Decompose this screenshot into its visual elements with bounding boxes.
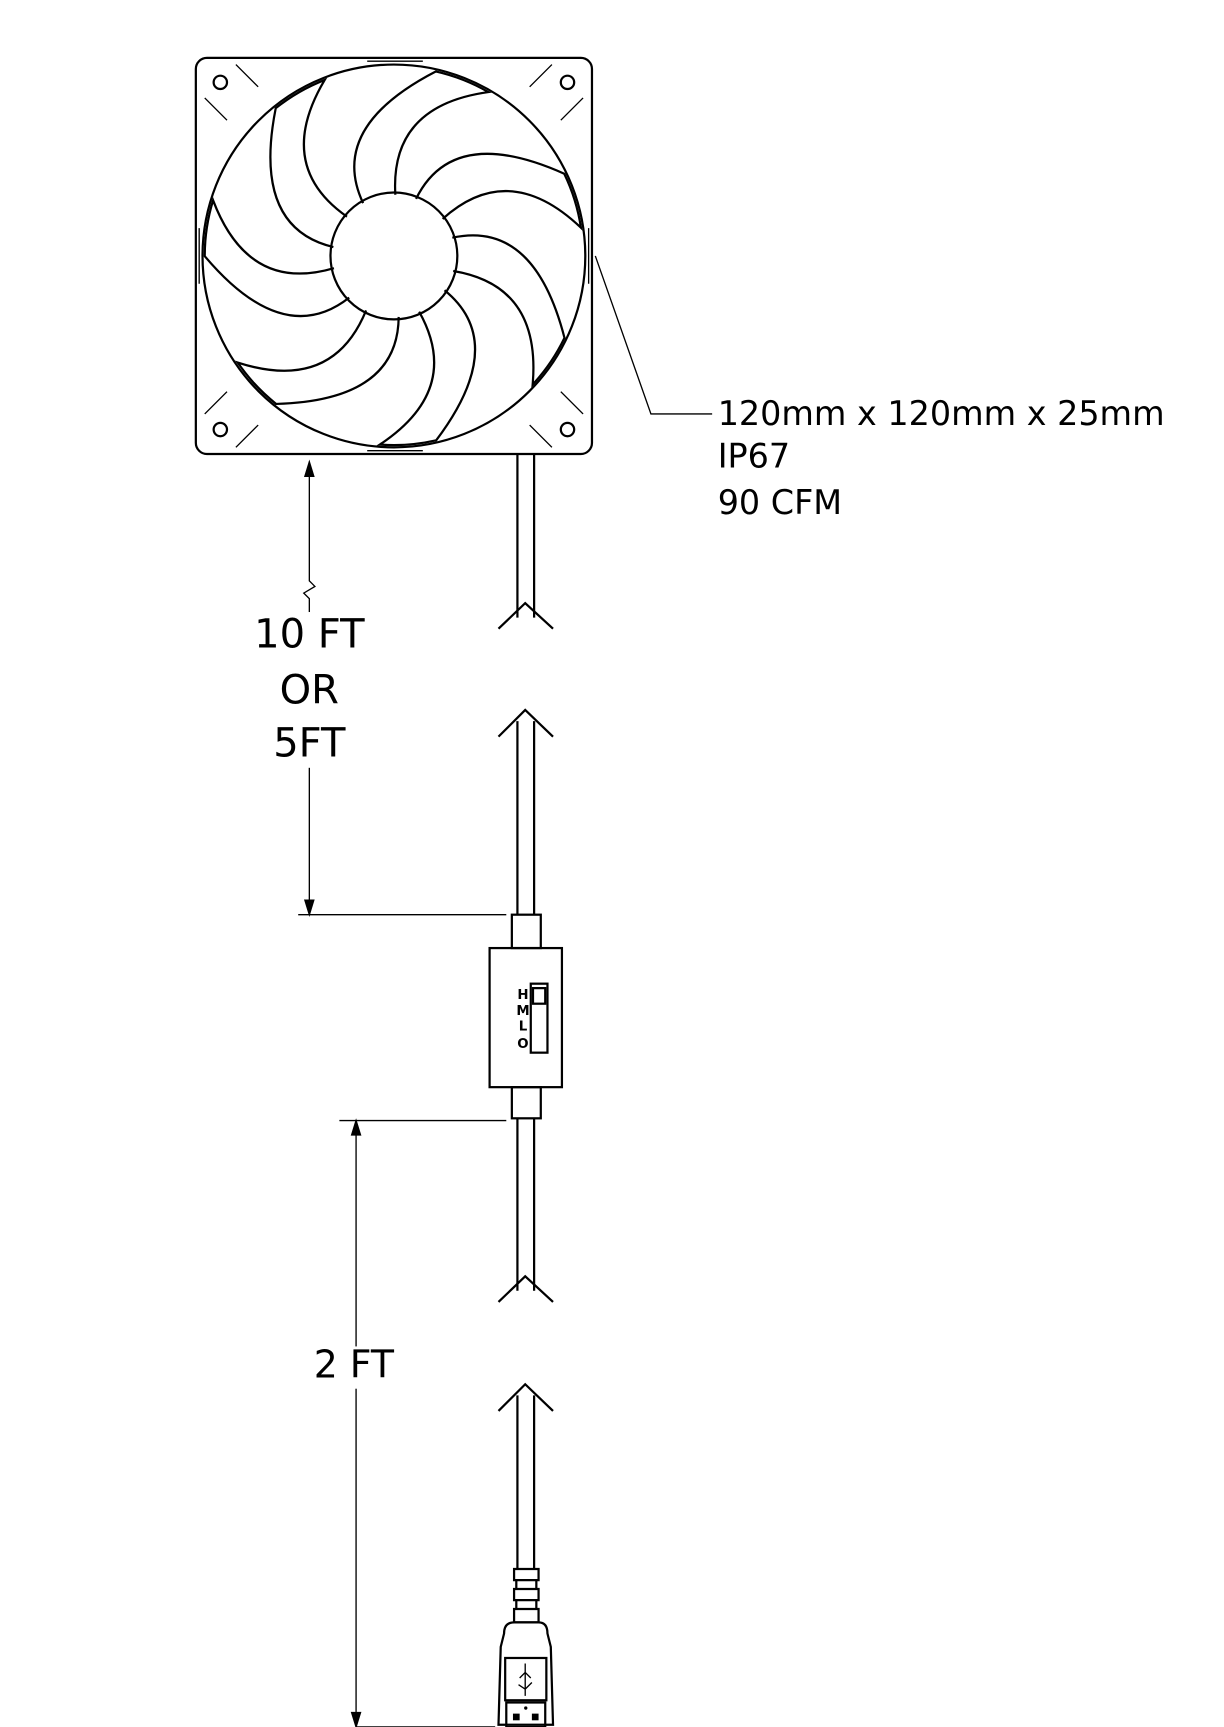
length-2ft: 2 FT bbox=[314, 1343, 395, 1387]
break-symbol bbox=[497, 601, 554, 630]
break-symbol bbox=[497, 1382, 554, 1412]
fan-blade bbox=[269, 77, 348, 249]
length-option-10ft: 10 FT bbox=[254, 612, 365, 658]
corner-marks bbox=[198, 60, 590, 452]
fan-frame bbox=[194, 56, 594, 456]
switch-label-low: L bbox=[519, 1019, 528, 1034]
fan bbox=[194, 56, 594, 456]
mounting-hole bbox=[559, 421, 576, 438]
switch-slider-knob bbox=[531, 987, 547, 1005]
usb-plug bbox=[497, 1567, 555, 1727]
mounting-holes bbox=[212, 74, 576, 438]
switch-label-high: H bbox=[517, 988, 528, 1003]
break-symbol bbox=[497, 708, 554, 738]
switch-slider-track bbox=[529, 982, 549, 1054]
speed-switch: H M L O bbox=[488, 913, 564, 1120]
fan-blade bbox=[415, 152, 583, 231]
fan-shroud bbox=[201, 63, 587, 449]
spec-dimensions: 120mm x 120mm x 25mm bbox=[718, 394, 1165, 433]
leader-line bbox=[594, 255, 713, 415]
dimension-cable-2 bbox=[339, 1118, 507, 1727]
fan-blade bbox=[452, 234, 566, 388]
length-or: OR bbox=[280, 667, 339, 713]
fan-blade bbox=[353, 70, 492, 204]
fan-blade bbox=[376, 289, 477, 447]
spec-rating: IP67 bbox=[718, 436, 790, 475]
break-symbol bbox=[497, 1274, 554, 1303]
mounting-hole bbox=[212, 74, 229, 91]
switch-label-medium: M bbox=[516, 1004, 529, 1019]
fan-blade bbox=[234, 310, 400, 406]
length-option-5ft: 5FT bbox=[273, 721, 346, 767]
cable bbox=[497, 454, 554, 1569]
fan-blades bbox=[203, 70, 583, 447]
fan-hub bbox=[329, 191, 459, 321]
mounting-hole bbox=[559, 74, 576, 91]
fan-blade bbox=[203, 196, 350, 318]
spec-airflow: 90 CFM bbox=[718, 483, 842, 522]
mounting-hole bbox=[212, 421, 229, 438]
switch-label-off: O bbox=[517, 1037, 528, 1052]
